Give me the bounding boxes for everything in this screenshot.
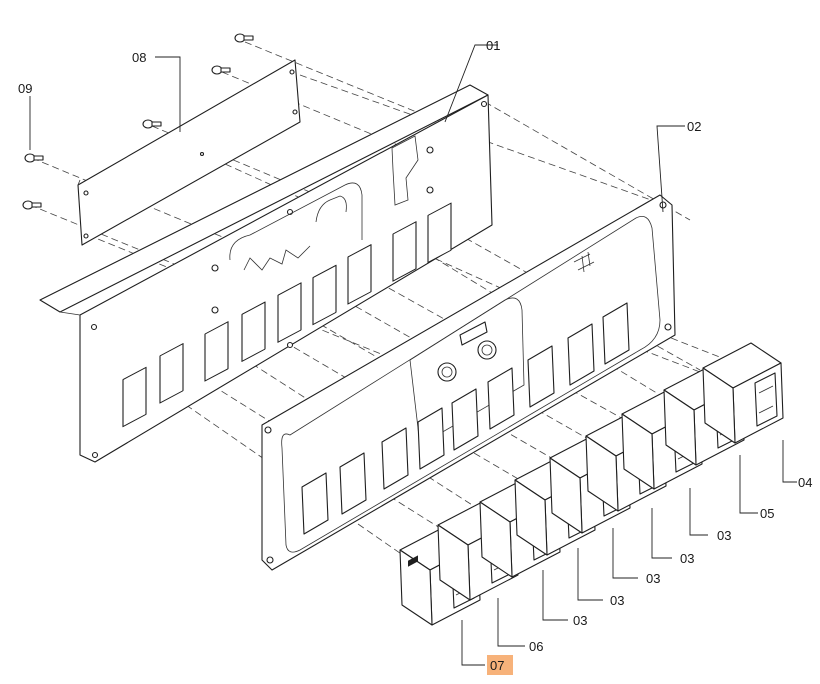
screw-icon xyxy=(24,153,44,163)
rocker-switches xyxy=(399,342,784,626)
rocker-switch xyxy=(702,342,784,444)
label-08: 08 xyxy=(132,50,146,65)
back-cover-plate xyxy=(77,59,301,246)
battery-icon xyxy=(573,251,595,273)
label-09: 09 xyxy=(18,81,32,96)
label-01: 01 xyxy=(486,38,500,53)
label-02: 02 xyxy=(687,119,701,134)
label-07: 07 xyxy=(490,658,504,673)
label-06: 06 xyxy=(529,639,543,654)
screw-icon xyxy=(22,200,42,210)
screw-icon xyxy=(142,119,162,129)
label-03e: 03 xyxy=(573,613,587,628)
label-05: 05 xyxy=(760,506,774,521)
label-07-highlight xyxy=(487,655,513,675)
part-labels: 01 02 03 03 03 03 03 04 05 06 07 08 09 xyxy=(18,38,812,675)
label-04: 04 xyxy=(798,475,812,490)
screw-group xyxy=(22,33,254,210)
screw-icon xyxy=(211,65,231,75)
main-bracket xyxy=(39,84,493,463)
screw-icon xyxy=(234,33,254,43)
label-03b: 03 xyxy=(680,551,694,566)
front-panel xyxy=(261,194,676,571)
label-03c: 03 xyxy=(646,571,660,586)
label-03d: 03 xyxy=(610,593,624,608)
label-03a: 03 xyxy=(717,528,731,543)
panel-openings xyxy=(301,302,630,535)
leader-lines xyxy=(29,44,797,666)
